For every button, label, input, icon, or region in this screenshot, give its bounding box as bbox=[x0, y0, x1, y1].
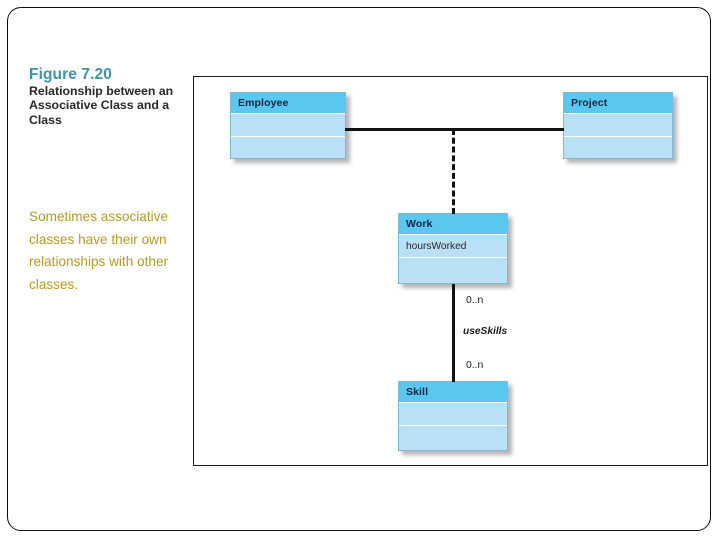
uml-class-work-operations bbox=[399, 258, 507, 280]
multiplicity-label-skill-end: 0..n bbox=[466, 360, 484, 371]
uml-class-skill-attributes bbox=[399, 403, 507, 426]
uml-class-skill-name: Skill bbox=[399, 382, 507, 403]
uml-class-skill[interactable]: Skill bbox=[398, 381, 508, 451]
uml-diagram-panel: Employee Project Work hoursWorked Skill bbox=[193, 76, 708, 466]
uml-class-work-name: Work bbox=[399, 214, 507, 235]
uml-class-project-name: Project bbox=[564, 93, 672, 114]
figure-caption: Figure 7.20 Relationship between an Asso… bbox=[29, 66, 189, 127]
figure-subtitle: Relationship between an Associative Clas… bbox=[29, 84, 174, 127]
uml-class-work-attributes: hoursWorked bbox=[399, 235, 507, 258]
uml-class-project-operations bbox=[564, 137, 672, 159]
uml-class-employee[interactable]: Employee bbox=[230, 92, 346, 159]
uml-class-skill-operations bbox=[399, 426, 507, 448]
association-name-label: useSkills bbox=[463, 326, 508, 337]
uml-class-project[interactable]: Project bbox=[563, 92, 673, 159]
uml-class-employee-name: Employee bbox=[231, 93, 345, 114]
uml-class-work[interactable]: Work hoursWorked bbox=[398, 213, 508, 284]
association-line-work-skill bbox=[452, 284, 455, 382]
slide-frame: Figure 7.20 Relationship between an Asso… bbox=[7, 7, 711, 531]
uml-class-employee-attributes bbox=[231, 114, 345, 137]
multiplicity-label-work-end: 0..n bbox=[466, 295, 484, 306]
uml-class-project-attributes bbox=[564, 114, 672, 137]
slide-body-text: Sometimes associative classes have their… bbox=[29, 209, 169, 292]
figure-number: Figure 7.20 bbox=[29, 66, 112, 83]
association-class-dashed-link bbox=[452, 129, 455, 214]
uml-class-employee-operations bbox=[231, 137, 345, 159]
